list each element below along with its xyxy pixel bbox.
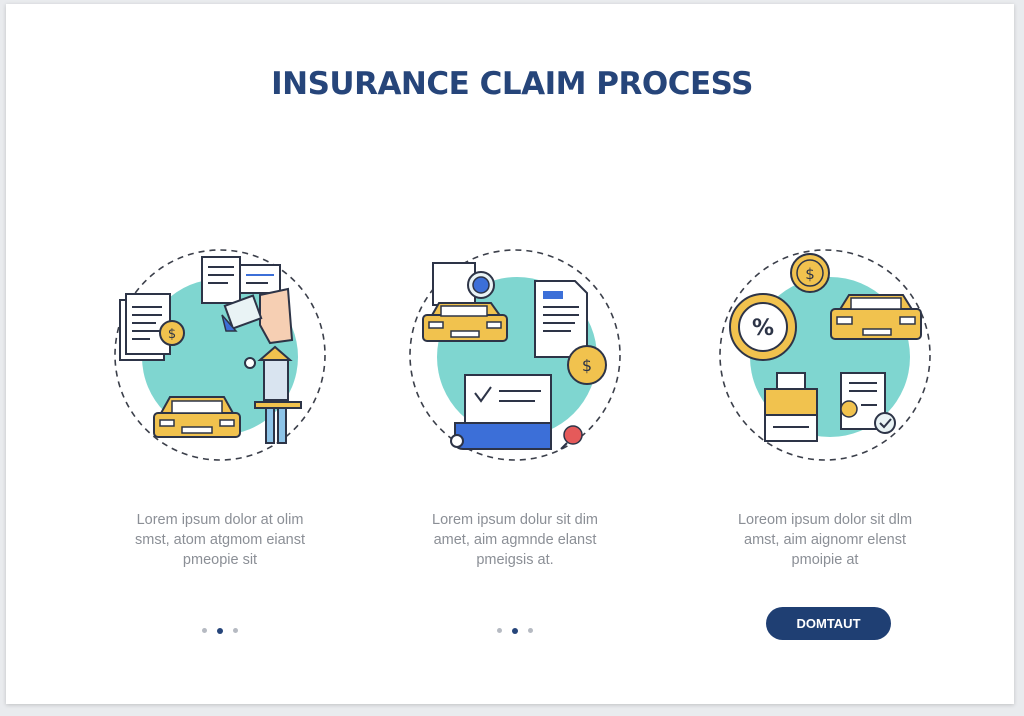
description-line: smst, atom atgmom eianst (134, 532, 306, 548)
svg-text:$: $ (805, 265, 815, 283)
coin-icon: $ (567, 345, 607, 385)
car-icon (422, 302, 508, 342)
pager-dots (50, 622, 390, 640)
svg-text:$: $ (168, 327, 176, 342)
form-document-icon (534, 280, 588, 358)
step-description: Loreom ipsum dolor sit dlm amst, aim aig… (655, 510, 995, 570)
description-line: amst, aim aignomr elenst (744, 532, 906, 548)
pin-icon (560, 425, 583, 450)
description-line: Lorem ipsum dolur sit dim (432, 512, 598, 528)
step-description: Lorem ipsum dolor at olim smst, atom atg… (50, 510, 390, 570)
scroll-icon (450, 374, 552, 450)
page-title: INSURANCE CLAIM PROCESS (271, 66, 753, 102)
description-line: pmoipie at (791, 552, 859, 568)
svg-text:%: % (752, 316, 774, 341)
coin-icon (467, 271, 495, 299)
description-line: pmeopie sit (182, 552, 258, 568)
car-icon (830, 294, 922, 340)
printer-icon (764, 372, 818, 442)
pager-dot-3[interactable] (528, 628, 533, 634)
claim-report-illustration: $ (114, 249, 326, 461)
description-line: Lorem ipsum dolor at olim (136, 512, 304, 528)
description-line: pmeigsis at. (476, 552, 554, 568)
documents-icon (119, 293, 171, 361)
pager-dot-1[interactable] (202, 628, 207, 634)
pager-dot-2[interactable] (512, 627, 518, 634)
person-icon (244, 345, 302, 444)
hand-icon (221, 287, 294, 345)
svg-text:$: $ (582, 356, 592, 375)
pager-dots (345, 622, 685, 640)
check-document-icon (840, 372, 896, 434)
pager-dot-3[interactable] (233, 628, 238, 634)
contact-button[interactable]: DOMTAUT (766, 607, 891, 640)
car-icon (153, 396, 241, 438)
description-line: Loreom ipsum dolor sit dlm (737, 512, 913, 528)
pager-dot-2[interactable] (217, 627, 223, 634)
claim-review-illustration: $ (409, 249, 621, 461)
coin-icon: $ (159, 320, 185, 346)
claim-payout-illustration: $ % (719, 249, 931, 461)
coin-icon: $ (790, 253, 830, 293)
step-description: Lorem ipsum dolur sit dim amet, aim agmn… (345, 510, 685, 570)
description-line: amet, aim agmnde elanst (433, 532, 597, 548)
percent-icon: % (729, 293, 797, 361)
pager-dot-1[interactable] (497, 628, 502, 634)
